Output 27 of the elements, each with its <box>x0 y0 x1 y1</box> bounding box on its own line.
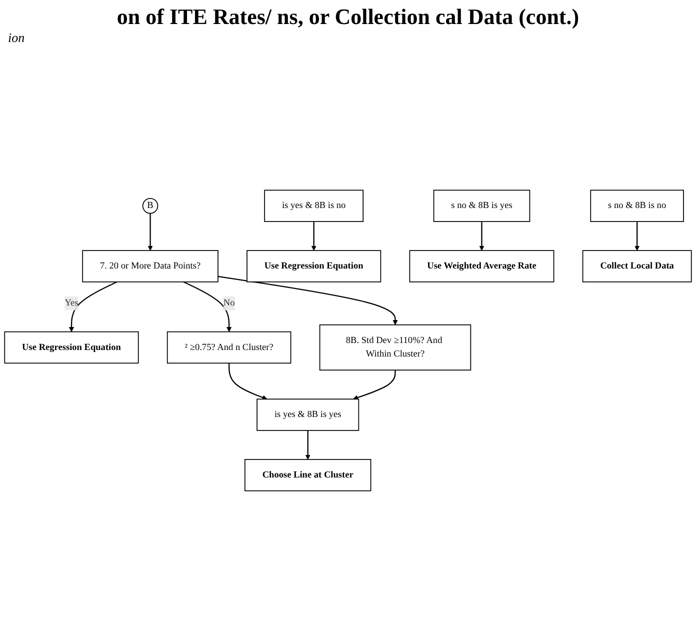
arrow <box>68 281 118 332</box>
note-text: ion <box>8 30 26 46</box>
diagram-title: on of ITE Rates/ ns, or Collection cal Data (cont.) <box>116 4 580 30</box>
arrow <box>305 430 310 460</box>
arrow <box>218 276 398 326</box>
arrow <box>479 222 484 251</box>
node-box: is yes & 8B is no <box>264 190 364 222</box>
arrow <box>353 370 396 400</box>
arrow <box>148 213 153 251</box>
arrow <box>228 363 268 400</box>
arrow <box>311 222 316 251</box>
node-box: Use Regression Equation <box>4 331 139 364</box>
edge-label: No <box>223 298 235 308</box>
node-box: Choose Line at Cluster <box>244 459 372 492</box>
node-circle: B <box>142 198 158 214</box>
node-box: Use Weighted Average Rate <box>409 250 554 282</box>
node-box: Collect Local Data <box>582 250 692 282</box>
edge-label: Yes <box>64 298 78 308</box>
node-box: 8B. Std Dev ≥110%? And Within Cluster? <box>319 324 472 371</box>
node-box: 7. 20 or More Data Points? <box>82 250 218 282</box>
arrow <box>634 222 640 251</box>
node-box: ² ≥0.75? And n Cluster? <box>166 331 292 364</box>
node-box: s no & 8B is no <box>590 190 684 222</box>
arrow <box>183 281 232 332</box>
node-box: s no & 8B is yes <box>433 190 530 222</box>
node-box: Use Regression Equation <box>246 250 382 282</box>
node-box: is yes & 8B is yes <box>256 398 360 431</box>
